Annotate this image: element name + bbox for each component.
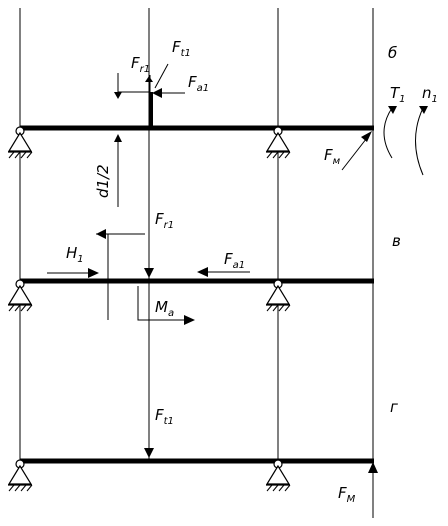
label-n1: n1 (422, 84, 438, 105)
ma-moment-arm (137, 286, 190, 321)
label-ft1-top: Ft1 (172, 38, 191, 59)
label-fa1-mid: Fa1 (224, 250, 245, 271)
label-fm-top: Fм (324, 146, 341, 167)
ft1-leader (154, 63, 169, 89)
label-fa1-top: Fa1 (188, 73, 209, 94)
section-label-v: в (392, 232, 401, 250)
right-support-g (265, 459, 291, 492)
speed-arrowhead (419, 106, 428, 114)
label-h1: H1 (66, 244, 84, 265)
ft1-bot-arrowhead (144, 448, 154, 458)
label-ma: Ma (155, 298, 174, 319)
fa1-top-arrowhead (152, 88, 162, 98)
label-ft1-bot: Ft1 (155, 406, 174, 427)
label-T1: T1 (390, 84, 406, 105)
ft1-top-arrowhead (145, 76, 153, 82)
label-fr1-top: Fr1 (131, 54, 150, 75)
h1-arrowhead (88, 268, 99, 278)
fm-bot-arrowhead (368, 462, 378, 473)
label-fr1-mid: Fr1 (155, 210, 174, 231)
torque-arrowhead (388, 106, 397, 114)
fr1-top-arrowhead (114, 92, 122, 99)
label-fm-bot: FM (338, 484, 356, 505)
section-label-b: б (388, 44, 397, 62)
label-d1-half: d1/2 (94, 164, 112, 198)
speed-arc (415, 107, 424, 176)
section-label-g: г (390, 398, 398, 416)
torque-arc (383, 107, 393, 159)
left-support-g (7, 459, 33, 492)
d1-dim-arrow (114, 134, 122, 142)
fr1-mid-arrowhead (144, 268, 154, 278)
fm-top-arrowhead (361, 131, 372, 142)
ma-arrowhead (184, 315, 195, 325)
fa1-mid-arrowhead (197, 267, 208, 277)
